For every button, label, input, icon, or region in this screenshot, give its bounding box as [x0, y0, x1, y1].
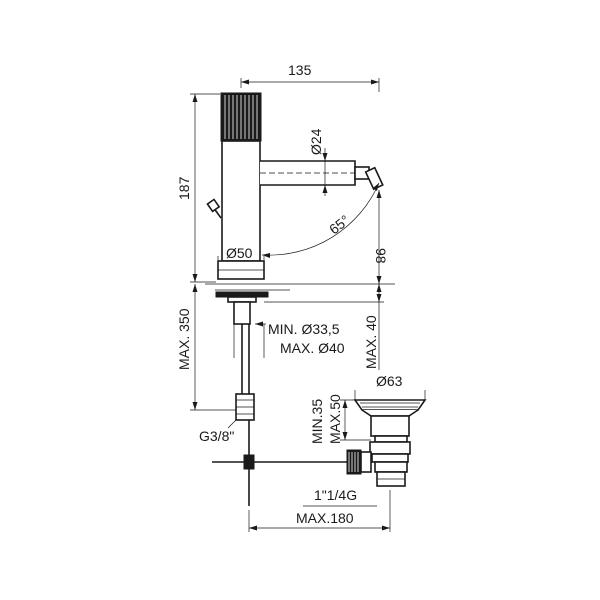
mixer-column: [221, 140, 261, 262]
dim-dia50: [217, 256, 265, 260]
waste-flange: [353, 399, 427, 411]
dim-max40-label: MAX. 40: [363, 315, 379, 369]
dim-min35-label: MIN.35: [309, 399, 325, 444]
dim-angle-label: 65°: [326, 212, 353, 238]
dim-187: [190, 93, 220, 283]
dim-max50-label: MAX.50: [327, 394, 343, 444]
dim-thread-label: G3/8": [199, 428, 234, 444]
dim-min35-max50: [340, 399, 371, 441]
dim-dia50-label: Ø50: [226, 245, 253, 261]
waste-assembly: [346, 399, 427, 487]
dim-max180: [248, 490, 391, 532]
dim-dia63: [354, 390, 426, 400]
knurl-lines: [224, 95, 258, 139]
dim-waste-thread-label: 1"1/4G: [314, 487, 357, 503]
dim-max350: [190, 284, 236, 411]
dim-135-label: 135: [288, 62, 312, 78]
dim-hole-max-label: MAX. Ø40: [280, 340, 345, 356]
shank: [233, 301, 251, 325]
dim-135: [240, 78, 380, 92]
nozzle-tip: [364, 166, 384, 191]
dim-98-label: 98: [373, 248, 389, 264]
dim-dia63-label: Ø63: [376, 373, 403, 389]
dim-dia24-label: Ø24: [308, 128, 324, 155]
dim-max40: [264, 284, 384, 370]
dim-dia24: [322, 148, 328, 196]
dim-187-label: 187: [176, 176, 192, 200]
dim-hole-min-label: MIN. Ø33,5: [268, 321, 340, 337]
dim-98: [376, 190, 382, 284]
waste-body: [370, 415, 410, 437]
dim-max350-label: MAX. 350: [176, 308, 192, 370]
dim-max180-label: MAX.180: [296, 510, 354, 526]
dim-angle-arc: [261, 182, 380, 256]
dim-hole: [233, 320, 266, 358]
popup-rod: [212, 420, 355, 506]
